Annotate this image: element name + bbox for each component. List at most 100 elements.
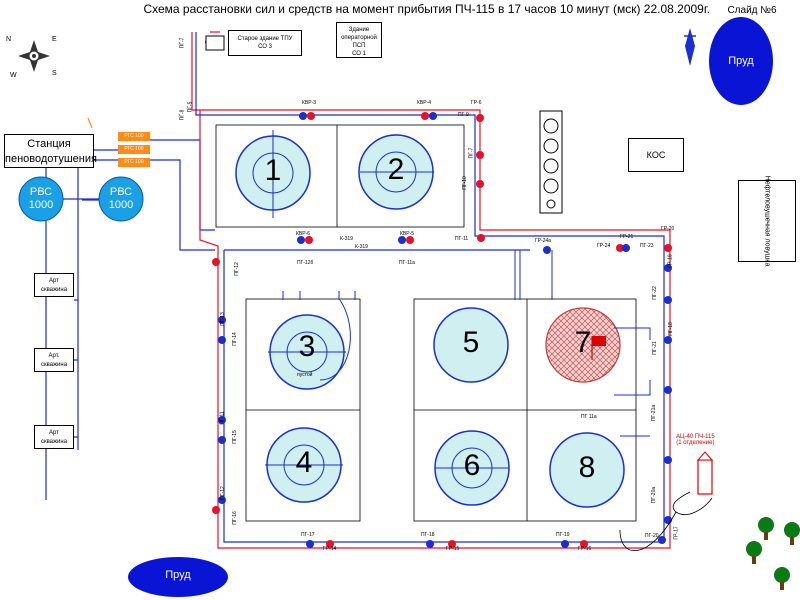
building-operator: Здание операторной ПСП СО 1 <box>336 22 382 58</box>
tree-icons <box>746 517 800 590</box>
label-gr19: ГР-19 <box>667 254 674 268</box>
label-gr21: ГР-21 <box>620 234 634 240</box>
label-pg9: ПГ-9 <box>458 112 469 118</box>
label-pg16: ПГ-16 <box>231 511 238 525</box>
label-k319b: К-319 <box>355 244 368 250</box>
pond-bottom-left <box>128 557 228 597</box>
well-3-line1: Арт <box>49 430 59 436</box>
label-pg13: ПГ-13 <box>219 312 226 326</box>
well-1-line2: скважина <box>40 287 68 293</box>
tank-4[interactable] <box>265 427 343 503</box>
tank-6[interactable] <box>434 430 510 506</box>
pond-bottom-left-label: Пруд <box>165 569 191 581</box>
fire-truck-label: АЦ-40 ПЧ-115 (1 отделение) <box>676 434 715 446</box>
lower-park-embankment <box>245 298 637 522</box>
title-text: Схема расстановки сил и средств на момен… <box>143 2 711 16</box>
rgs-tank-2: РГС 100 <box>118 145 150 154</box>
label-pg10: ПГ-10 <box>461 176 468 190</box>
label-gr17: ГР-17 <box>673 526 680 540</box>
neft-label: Нефтеловушечная ловушка <box>763 175 771 267</box>
label-pg21: ПГ-21 <box>651 341 658 355</box>
psch-line1: Здание <box>348 27 370 33</box>
label-pg20: ПГ-20 <box>645 533 659 539</box>
well-2-line2: скважина <box>40 362 68 368</box>
tank-2[interactable] <box>358 134 434 210</box>
well-1-line1: Арт <box>49 278 59 284</box>
label-pg7b: ПГ-7 <box>468 147 475 159</box>
compass-w: W <box>10 72 17 79</box>
compass-n: N <box>6 36 12 43</box>
label-gr6: ГР-6 <box>471 100 482 106</box>
psch-line3: ПСП <box>352 43 366 49</box>
label-pg8: ПГ-8 <box>179 109 186 121</box>
label-gr16: ГР-16 <box>578 546 592 552</box>
rgs-tank-3: РГС 100 <box>118 158 150 167</box>
label-gr24: ГР-24 <box>597 243 611 249</box>
tank-1-number: 1 <box>264 154 282 187</box>
building-tpu: Старое здание ТПУ СО 3 <box>228 30 302 56</box>
artesian-well-2: Арт. скважина <box>34 348 74 372</box>
label-pg12: ПГ-12 <box>233 262 240 276</box>
tank-2-number: 2 <box>387 153 405 186</box>
label-pg12b: ПГ-12б <box>297 260 314 266</box>
diagram-title: Схема расстановки сил и средств на момен… <box>0 2 800 16</box>
label-pg22: ПГ-22 <box>651 286 658 300</box>
label-gr15: ГР-15 <box>446 546 460 552</box>
label-kvr3: КВР-3 <box>302 100 317 106</box>
fire-truck-line2: (1 отделение) <box>676 440 715 446</box>
north-arrow-icon <box>684 28 696 66</box>
tank-4-number: 4 <box>295 446 313 479</box>
tank-5[interactable] <box>433 307 509 383</box>
label-pg18: ПГ-18 <box>667 322 674 336</box>
tank-8[interactable] <box>549 432 625 508</box>
well-3-line2: скважина <box>40 439 68 445</box>
building-oil-trap: Нефтеловушечная ловушка <box>738 176 796 266</box>
artesian-well-3: Арт скважина <box>34 425 74 449</box>
label-pg18b: ПГ-18 <box>421 532 435 538</box>
label-pg11: ПГ-11 <box>455 236 469 242</box>
tank-3[interactable] <box>268 314 346 390</box>
psch-line2: операторной <box>341 35 377 41</box>
label-k319: К-319 <box>340 236 353 242</box>
label-pg15: ПГ-15 <box>231 430 238 444</box>
tank-7-burning[interactable] <box>545 307 621 383</box>
tank-3-note: пустой <box>297 372 313 378</box>
station-line2: пеноводотушения <box>5 153 97 165</box>
label-kvr5: КВР-5 <box>400 231 415 237</box>
pond-top-right <box>709 17 773 105</box>
foam-lines <box>282 250 651 437</box>
well-2-line1: Арт. <box>48 353 60 359</box>
label-gr20: ГР-20 <box>661 226 675 232</box>
tank-7-number: 7 <box>574 326 592 359</box>
label-pg20a: ПГ-20а <box>651 486 658 504</box>
building-kos: КОС <box>628 138 684 172</box>
label-pg21a: ПГ-21а <box>651 404 658 422</box>
label-pg19: ПГ-19 <box>556 532 570 538</box>
label-kvr4: КВР-4 <box>417 100 432 106</box>
label-pg12c: ПГ-12 <box>219 486 226 500</box>
label-pg11a: ПГ-11а <box>399 260 415 266</box>
label-gr24a: ГР-24а <box>535 238 552 244</box>
rvs-2-label: РВС 1000 <box>99 186 143 212</box>
compass-icon <box>18 40 50 72</box>
compass-s: S <box>52 70 57 77</box>
rgs-tank-1: РГС 100 <box>118 132 150 141</box>
rvs-1-line1: РВС <box>29 186 53 198</box>
label-pg11b: ПГ-11 <box>219 411 226 425</box>
rvs-2-line1: РВС <box>109 186 133 198</box>
tank-5-number: 5 <box>462 326 480 359</box>
sedimentation-block <box>539 110 563 214</box>
tank-1[interactable] <box>235 130 311 218</box>
compass-e: E <box>52 36 57 43</box>
rvs-1-label: РВС 1000 <box>19 186 63 212</box>
label-pg17: ПГ-17 <box>301 532 315 538</box>
upper-park-embankment <box>215 124 465 228</box>
label-pg5: ПГ-5 <box>187 101 194 113</box>
psch-line4: СО 1 <box>352 51 366 57</box>
fire-truck-line1: АЦ-40 ПЧ-115 <box>676 434 715 440</box>
rvs-1-line2: 1000 <box>28 199 54 211</box>
label-kvr6: КВР-6 <box>296 231 311 237</box>
foam-station: Станция пеноводотушения <box>4 134 97 168</box>
tpu-line2: СО 3 <box>258 44 272 50</box>
